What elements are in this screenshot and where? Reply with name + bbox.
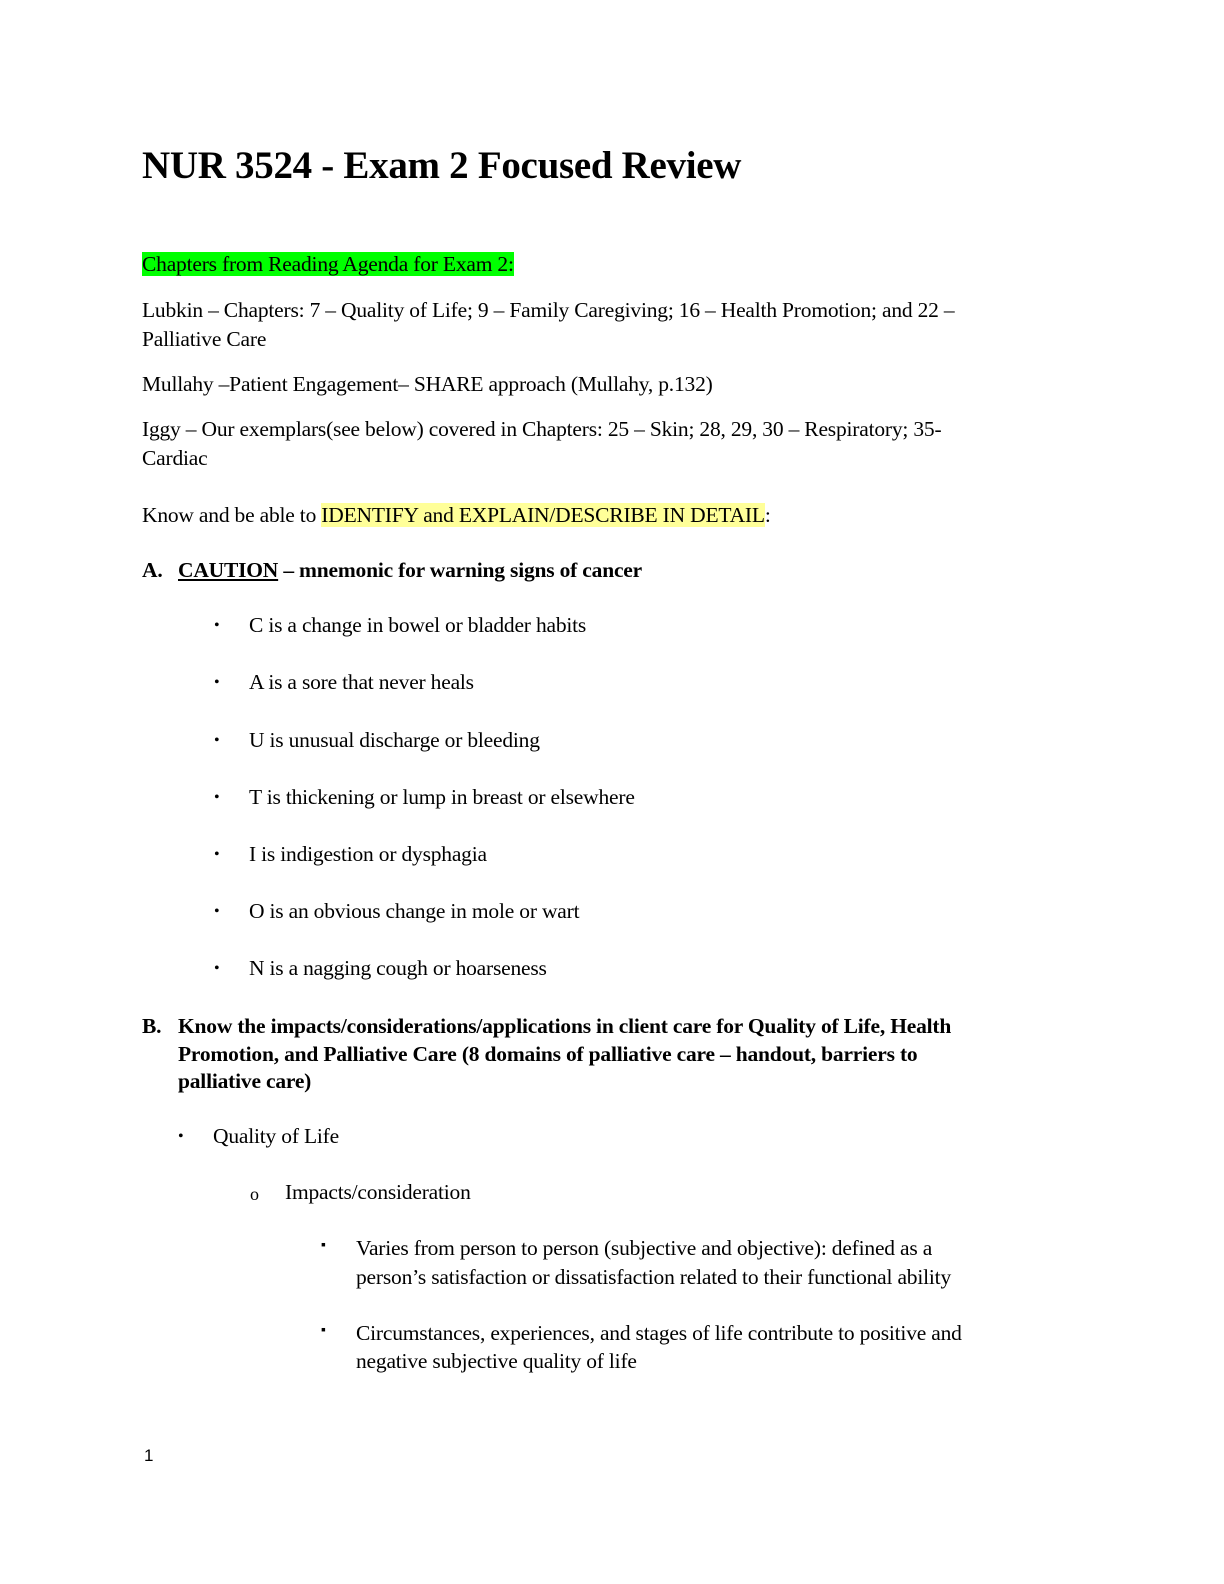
lubkin-line-2: Palliative Care	[142, 327, 267, 351]
point-line-1: Circumstances, experiences, and stages o…	[356, 1321, 962, 1345]
bullet-icon: •	[214, 960, 220, 977]
bullet-icon: •	[214, 674, 220, 691]
hollow-bullet-icon: o	[250, 1184, 259, 1204]
section-a-heading-rest: – mnemonic for warning signs of cancer	[278, 558, 642, 582]
caution-item-i: I is indigestion or dysphagia	[249, 842, 487, 866]
caution-item-u: U is unusual discharge or bleeding	[249, 728, 540, 752]
reading-agenda-heading: Chapters from Reading Agenda for Exam 2:	[142, 250, 514, 279]
instruction-prefix: Know and be able to	[142, 503, 322, 527]
mullahy-line: Mullahy –Patient Engagement– SHARE appro…	[142, 372, 713, 396]
bullet-icon: •	[214, 846, 220, 863]
page-number: 1	[144, 1446, 154, 1465]
lubkin-line-1: Lubkin – Chapters: 7 – Quality of Life; …	[142, 298, 955, 322]
page-title: NUR 3524 - Exam 2 Focused Review	[142, 144, 742, 187]
caution-item-a: A is a sore that never heals	[249, 670, 474, 694]
reading-agenda-heading-text: Chapters from Reading Agenda for Exam 2:	[142, 252, 514, 276]
square-bullet-icon: ▪	[321, 1323, 326, 1338]
topic-label: Quality of Life	[213, 1124, 339, 1148]
bullet-icon: •	[178, 1128, 184, 1145]
point-line-2: person’s satisfaction or dissatisfaction…	[356, 1265, 951, 1289]
caution-item-o: O is an obvious change in mole or wart	[249, 899, 580, 923]
section-a-keyword: CAUTION	[178, 558, 279, 582]
instruction-suffix: :	[764, 503, 771, 527]
iggy-line-1: Iggy – Our exemplars(see below) covered …	[142, 417, 942, 441]
section-b-heading-line-1: Know the impacts/considerations/applicat…	[178, 1014, 952, 1038]
instruction-highlight: IDENTIFY and EXPLAIN/DESCRIBE IN DETAIL	[321, 503, 765, 527]
caution-item-n: N is a nagging cough or hoarseness	[249, 956, 547, 980]
iggy-line-2: Cardiac	[142, 446, 208, 470]
section-a-letter: A.	[142, 558, 163, 582]
caution-item-c: C is a change in bowel or bladder habits	[249, 613, 587, 637]
bullet-icon: •	[214, 903, 220, 920]
point-line-1: Varies from person to person (subjective…	[356, 1236, 933, 1260]
caution-item-t: T is thickening or lump in breast or els…	[249, 785, 635, 809]
section-b-heading-line-3: palliative care)	[178, 1069, 312, 1093]
point-line-2: negative subjective quality of life	[356, 1349, 637, 1373]
bullet-icon: •	[214, 789, 220, 806]
section-b-heading-line-2: Promotion, and Palliative Care (8 domain…	[178, 1042, 918, 1066]
instruction-line: Know and be able to IDENTIFY and EXPLAIN…	[142, 501, 771, 530]
subsection-label: Impacts/consideration	[285, 1180, 471, 1204]
section-a-heading: A. CAUTION – mnemonic for warning signs o…	[142, 556, 642, 585]
square-bullet-icon: ▪	[321, 1238, 326, 1253]
bullet-icon: •	[214, 732, 220, 749]
bullet-icon: •	[214, 617, 220, 634]
section-b-letter: B.	[142, 1014, 162, 1038]
